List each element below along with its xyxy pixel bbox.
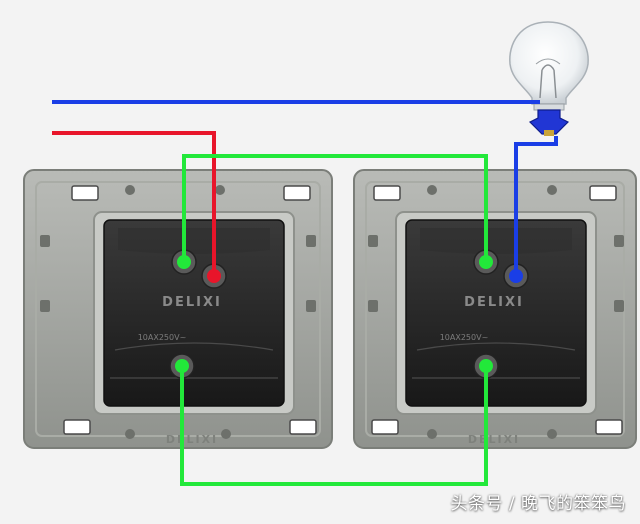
right-switch-l-marker <box>509 269 523 283</box>
traveler-wire-bottom <box>180 366 488 486</box>
right-switch-l2-marker <box>479 359 493 373</box>
switch-left: DELIXI 10AX250V~ DELIXI <box>23 169 333 449</box>
switch-right: DELIXI 10AX250V~ DELIXI <box>353 169 637 449</box>
switch-left-rating: 10AX250V~ <box>138 333 187 342</box>
live-wire-to-left-switch <box>52 131 216 274</box>
source-watermark: 头条号 / 晚飞的笨笨鸟 <box>450 494 626 514</box>
lamp-wire-to-right-switch <box>514 136 558 274</box>
mounting-slot-icon <box>371 185 623 435</box>
left-switch-l1-marker <box>177 255 191 269</box>
light-bulb-icon <box>509 21 589 136</box>
right-switch-l1-marker <box>479 255 493 269</box>
switch-right-rating: 10AX250V~ <box>440 333 489 342</box>
traveler-wire-top <box>182 154 488 262</box>
switch-right-plate-logo: DELIXI <box>468 433 520 446</box>
left-switch-l2-marker <box>175 359 189 373</box>
lamp-holder <box>528 109 570 135</box>
terminal-markers <box>175 255 523 373</box>
switch-left-brand: DELIXI <box>162 295 222 310</box>
switch-left-module <box>103 219 285 407</box>
switch-left-plate-logo: DELIXI <box>166 433 218 446</box>
switch-right-module <box>405 219 587 407</box>
mounting-slot-icon <box>63 185 317 435</box>
left-switch-l-marker <box>207 269 221 283</box>
switch-right-brand: DELIXI <box>464 295 524 310</box>
screw-terminal-icon <box>169 249 227 379</box>
